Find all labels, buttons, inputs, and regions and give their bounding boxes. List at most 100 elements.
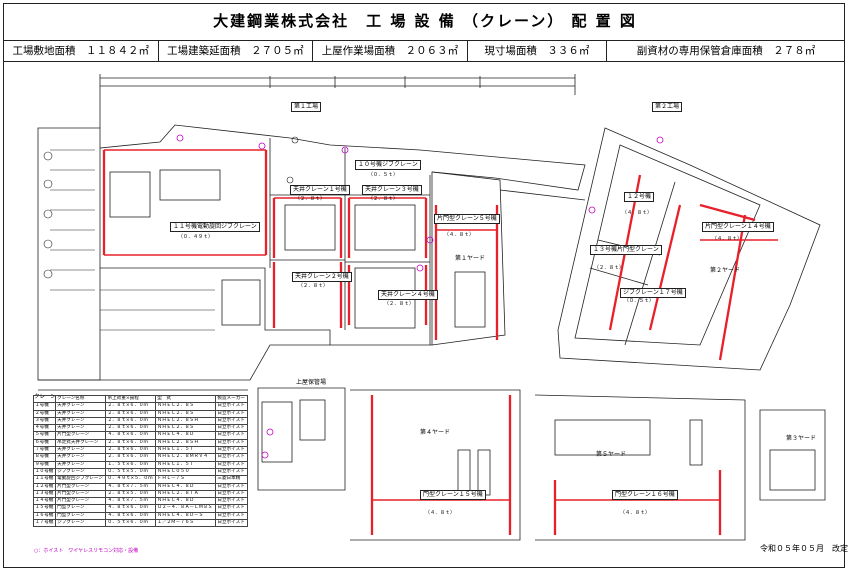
table-cell: １．５ｔ×６．０ｍ: [105, 460, 157, 469]
table-cell: ０．４９ｔ×５．０ｍ: [105, 475, 157, 484]
table-cell: １５号機: [32, 504, 57, 513]
table-cell: ８号機: [32, 453, 57, 462]
table-cell: ５号機: [32, 431, 57, 440]
table-cell: 天井クレーン: [55, 446, 107, 455]
table-cell: ジブクレーン: [55, 467, 107, 477]
table-cell: 日立ホイスト: [215, 416, 248, 426]
table-cell: ９号機: [32, 460, 57, 469]
table-cell: 天井クレーン: [55, 424, 107, 433]
table-cell: ４．８ｔ×６．０ｍ: [105, 431, 157, 440]
table-cell: 片門型クレーン: [55, 497, 107, 506]
crane12-capacity: （４．８ｔ）: [622, 210, 653, 216]
table-cell: 天井クレーン: [55, 416, 107, 426]
table-cell: 門型クレーン: [55, 511, 107, 521]
table-cell: 日立ホイスト: [215, 453, 248, 462]
crane5-label: 片門型クレーン５号機: [434, 214, 500, 224]
header-cell: 吊上荷重×揚程: [105, 394, 157, 404]
crane15-label: 門型クレーン１５号機: [420, 490, 486, 500]
table-cell: 日立ホイスト: [215, 504, 248, 513]
table-cell: ＮＨＥＣ４．８Ｄ－Ｓ: [155, 511, 217, 521]
table-cell: 天井クレーン: [55, 409, 107, 418]
crane11-label: １１号機電動旋回ジブクレーン: [170, 222, 260, 232]
crane10-capacity: （０．５ｔ）: [368, 172, 399, 178]
table-cell: ＮＨＥＣ２．８ＳＨ: [155, 416, 217, 426]
table-cell: ３号機: [32, 416, 57, 426]
stat-storage-area: 副資材の専用保管倉庫面積 ２７８㎡: [636, 45, 816, 57]
table-cell: 日立ホイスト: [215, 519, 248, 528]
table-cell: ２．８ｔ×６．０ｍ: [105, 416, 157, 426]
table-cell: 片門型クレーン: [55, 482, 107, 491]
table-cell: 天井クレーン: [55, 460, 107, 469]
table-cell: ＮＨＥＣ４．８Ｄ: [155, 482, 217, 491]
crane5-capacity: （４．８ｔ）: [444, 232, 475, 238]
crane16-capacity: （４．８ｔ）: [620, 510, 651, 516]
yard5-label: 第５ヤード: [596, 451, 627, 458]
yard4-label: 第４ヤード: [420, 429, 451, 436]
crane16-label: 門型クレーン１６号機: [612, 490, 678, 500]
stat-roof-workshop-area: 上屋作業場面積 ２０６３㎡: [313, 41, 468, 61]
table-cell: ジブクレーン: [55, 519, 107, 528]
crane13-label: １３号機片門型クレーン: [590, 245, 662, 255]
table-cell: 日立ホイスト: [215, 489, 248, 499]
factory1-label: 第１工場: [291, 102, 322, 112]
crane15-capacity: （４．８ｔ）: [425, 510, 456, 516]
table-cell: ＮＨＥＣ２．８ＴＡ: [155, 489, 217, 499]
table-cell: ６号機: [32, 438, 57, 448]
table-cell: 三菱日本精: [215, 475, 248, 484]
table-cell: ＮＨＥＣ１．５Ｔ: [155, 446, 217, 455]
table-cell: ＮＨＥＣ２．８Ｓ: [155, 409, 217, 418]
table-cell: ＮＨＥＣ４．８Ｄ: [155, 497, 217, 506]
table-cell: ＮＨＥＣ２．８ＳＨ: [155, 438, 217, 448]
crane2-label: 天井クレーン２号機: [292, 272, 352, 282]
table-cell: 日立ホイスト: [215, 446, 248, 455]
table-cell: ＦＨＬ－７Ｓ: [155, 475, 217, 484]
page-title: 大建鋼業株式会社 工 場 設 備 （クレーン） 配 置 図: [213, 12, 637, 30]
crane3-label: 天井クレーン３号機: [362, 185, 422, 195]
table-cell: ２．８ｔ×６．０ｍ: [105, 438, 157, 448]
header-cell: 型 式: [155, 394, 217, 404]
table-cell: 日立ホイスト: [215, 424, 248, 433]
crane2-capacity: （２．８ｔ）: [298, 283, 329, 289]
table-cell: １１号機: [32, 475, 57, 484]
table-cell: ＮＨＥＣ２．８Ｓ: [155, 424, 217, 433]
crane3-capacity: （２．８ｔ）: [368, 196, 399, 202]
table-cell: ＮＨＥＣ１．５Ｔ: [155, 460, 217, 469]
table-cell: 日立ホイスト: [215, 511, 248, 521]
table-cell: ４．８ｔ×７．５ｍ: [105, 482, 157, 491]
table-cell: 吊走式天井クレーン: [55, 438, 107, 448]
header-cell: [32, 394, 57, 404]
table-cell: 電動旋回ジブクレーン: [55, 475, 107, 484]
table-cell: １／２Ｍ－７６Ｓ: [155, 519, 217, 528]
area-stats-bar: 工場敷地面積 １１８４２㎡ 工場建築延面積 ２７０５㎡ 上屋作業場面積 ２０６３…: [4, 40, 845, 62]
table-cell: 天井クレーン: [55, 402, 107, 411]
table-cell: ７号機: [32, 446, 57, 455]
crane14-label: 片門型クレーン１４号機: [702, 222, 774, 232]
factory2-label: 第２工場: [652, 102, 683, 112]
table-cell: ２．８ｔ×６．０ｍ: [105, 446, 157, 455]
crane13-capacity: （２．８ｔ）: [594, 265, 625, 271]
table-cell: ４．８ｔ×７．５ｍ: [105, 497, 157, 506]
table-cell: 片門型クレーン: [55, 431, 107, 440]
table-cell: ＮＨＥＣ０５０: [155, 467, 217, 477]
table-cell: １０号機: [32, 467, 57, 477]
stat-building-area: 工場建築延面積 ２７０５㎡: [159, 41, 314, 61]
table-cell: 日立ホイスト: [215, 467, 248, 477]
stat-site-area: 工場敷地面積 １１８４２㎡: [4, 41, 159, 61]
yard2-label: 第２ヤード: [710, 267, 741, 274]
table-cell: ＮＨＥＣ２．８ＭＲＶ４: [155, 453, 217, 462]
table-cell: ２．８ｔ×６．０ｍ: [105, 424, 157, 433]
crane4-label: 天井クレーン４号機: [378, 290, 438, 300]
crane10-label: １０号機ジブクレーン: [355, 160, 421, 170]
